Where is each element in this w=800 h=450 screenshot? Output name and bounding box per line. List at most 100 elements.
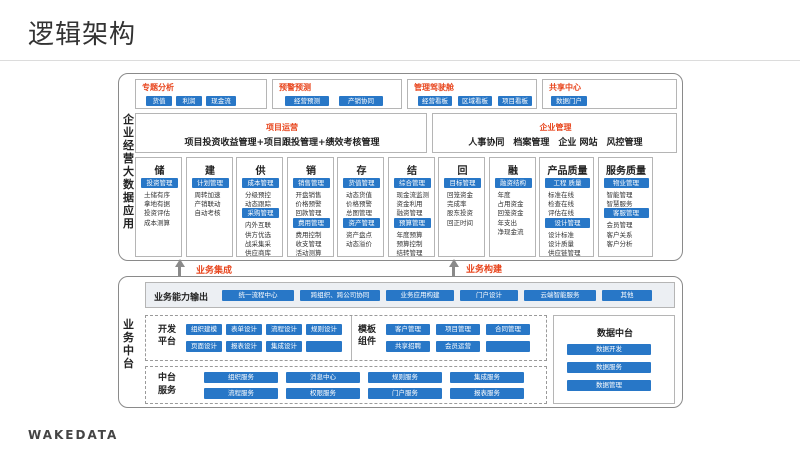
column-item: 智慧服务 bbox=[606, 200, 633, 209]
chip-production-sales[interactable]: 产销协同 bbox=[339, 96, 383, 106]
column-tag[interactable]: 资产管理 bbox=[343, 217, 380, 228]
title-divider bbox=[0, 60, 800, 61]
chip-customer-mgmt[interactable]: 客户管理 bbox=[386, 324, 430, 335]
column-item: 收支管理 bbox=[295, 239, 322, 248]
column-heading: 产品质量 bbox=[547, 166, 588, 177]
chip-project-mgmt[interactable]: 项目管理 bbox=[436, 324, 480, 335]
column-item: 动态货值 bbox=[346, 191, 372, 199]
chip-lirun[interactable]: 利润 bbox=[176, 96, 202, 106]
column-item: 价格预警 bbox=[295, 200, 322, 209]
chip-cloud-ai[interactable]: 云端智能服务 bbox=[524, 290, 596, 301]
column-item: 年度 bbox=[497, 191, 511, 199]
business-column: 产品质量工程 质量标准在线检查在线评估在线设计管理设计标准设计质量供应链管理 bbox=[539, 157, 594, 257]
middle-services-box: 中台服务 组织服务 消息中心 规则服务 集成服务 流程服务 权限服务 门户服务 … bbox=[145, 366, 547, 404]
arrow-integration-head bbox=[174, 259, 185, 267]
column-tag[interactable]: 融资结构 bbox=[494, 178, 532, 188]
chip-huozhi[interactable]: 货值 bbox=[146, 96, 172, 106]
dev-platform-title: 开发平台 bbox=[157, 325, 176, 347]
column-item: 供应商库 bbox=[245, 249, 271, 257]
analysis-box-topic: 专题分析 货值 利润 现金流 bbox=[135, 79, 267, 109]
chip-shared-recruit[interactable]: 共享招聘 bbox=[386, 341, 430, 352]
chip-template-empty[interactable] bbox=[486, 341, 530, 352]
business-column: 存货值管理动态货值价格预警总图管理资产管理资产盘点动态溢价 bbox=[337, 157, 384, 257]
chip-process-design[interactable]: 流程设计 bbox=[266, 324, 302, 335]
column-item: 费用控制 bbox=[295, 230, 322, 239]
column-item: 融资管理 bbox=[396, 209, 423, 218]
chip-message-center[interactable]: 消息中心 bbox=[286, 372, 360, 383]
template-divider bbox=[351, 316, 352, 360]
column-tag[interactable]: 预算管理 bbox=[393, 217, 431, 228]
chip-integration-service[interactable]: 集成服务 bbox=[450, 372, 524, 383]
chip-operation-board[interactable]: 经营看板 bbox=[418, 96, 452, 106]
column-item: 回正时间 bbox=[447, 218, 473, 227]
chip-region-board[interactable]: 区域看板 bbox=[458, 96, 492, 106]
chip-org-modeling[interactable]: 组织建模 bbox=[186, 324, 222, 335]
column-tag[interactable]: 设计管理 bbox=[545, 217, 590, 228]
column-item: 客户关系 bbox=[606, 230, 633, 239]
chip-project-board[interactable]: 项目看板 bbox=[498, 96, 532, 106]
column-tag[interactable]: 综合管理 bbox=[393, 178, 431, 188]
business-column: 回目标管理回笼资金完成率股东投资回正时间 bbox=[438, 157, 485, 257]
chip-data-dev[interactable]: 数据开发 bbox=[567, 344, 651, 355]
column-item: 拿地有据 bbox=[144, 200, 170, 209]
column-tag[interactable]: 工程 质量 bbox=[545, 178, 590, 188]
chip-permission-service[interactable]: 权限服务 bbox=[286, 388, 360, 399]
column-tag[interactable]: 成本管理 bbox=[242, 178, 279, 188]
enterprise-app-side-label: 企业经营大数据应用 bbox=[123, 113, 134, 230]
business-column: 建计划管理周转加速产销联动自动考核 bbox=[185, 157, 233, 257]
column-tag[interactable]: 销售管理 bbox=[292, 178, 330, 188]
column-item: 年度预算 bbox=[396, 230, 423, 239]
chip-operation-forecast[interactable]: 经营预测 bbox=[285, 96, 329, 106]
chip-integration-design[interactable]: 集成设计 bbox=[266, 341, 302, 352]
chip-app-build[interactable]: 业务应用构建 bbox=[386, 290, 454, 301]
chip-data-portal[interactable]: 数据门户 bbox=[551, 96, 587, 106]
column-item: 回笼资金 bbox=[447, 191, 473, 199]
chip-org-service[interactable]: 组织服务 bbox=[204, 372, 278, 383]
business-column: 供成本管理分级预控动态跟踪采购管理内外互联供方优选战采集采供应商库 bbox=[236, 157, 283, 257]
column-item: 总图管理 bbox=[346, 209, 372, 218]
chip-dev-empty[interactable] bbox=[306, 341, 342, 352]
column-item: 评估在线 bbox=[548, 209, 574, 218]
column-tag[interactable]: 客服管理 bbox=[603, 208, 649, 219]
chip-form-design[interactable]: 表单设计 bbox=[226, 324, 262, 335]
analysis-box-title: 预警预测 bbox=[279, 83, 311, 92]
column-item: 现金流监测 bbox=[396, 191, 430, 199]
column-tag[interactable]: 采购管理 bbox=[242, 208, 279, 219]
chip-cross-org[interactable]: 跨组织、跨公司协同 bbox=[300, 290, 380, 301]
chip-contract-mgmt[interactable]: 合同管理 bbox=[486, 324, 530, 335]
label-business-build: 业务构建 bbox=[466, 265, 503, 275]
chip-portal-service[interactable]: 门户服务 bbox=[368, 388, 442, 399]
chip-other[interactable]: 其他 bbox=[602, 290, 652, 301]
column-item: 周转加速 bbox=[194, 191, 221, 199]
chip-report-design[interactable]: 报表设计 bbox=[226, 341, 262, 352]
chip-rule-service[interactable]: 规则服务 bbox=[368, 372, 442, 383]
column-heading: 融 bbox=[508, 166, 518, 177]
column-tag[interactable]: 投资管理 bbox=[141, 178, 178, 188]
chip-unified-process[interactable]: 统一流程中心 bbox=[222, 290, 294, 301]
analysis-box-cockpit: 管理驾驶舱 经营看板 区域看板 项目看板 bbox=[407, 79, 537, 109]
column-tag[interactable]: 计划管理 bbox=[191, 178, 229, 188]
column-item: 年支出 bbox=[497, 218, 518, 227]
chip-process-service[interactable]: 流程服务 bbox=[204, 388, 278, 399]
chip-rule-design[interactable]: 规则设计 bbox=[306, 324, 342, 335]
chip-portal-design[interactable]: 门户设计 bbox=[460, 290, 518, 301]
chip-data-mgmt[interactable]: 数据管理 bbox=[567, 380, 651, 391]
analysis-box-title: 专题分析 bbox=[142, 83, 174, 92]
column-item: 动态溢价 bbox=[346, 239, 372, 248]
chip-data-service[interactable]: 数据服务 bbox=[567, 362, 651, 373]
chip-page-design[interactable]: 页面设计 bbox=[186, 341, 222, 352]
chip-report-service[interactable]: 报表服务 bbox=[450, 388, 524, 399]
column-item: 标准在线 bbox=[548, 191, 574, 199]
dev-platform-box: 开发平台 组织建模 表单设计 流程设计 规则设计 页面设计 报表设计 集成设计 … bbox=[145, 315, 547, 361]
column-item: 完成率 bbox=[447, 200, 467, 209]
enterprise-mgmt-box: 企业管理 人事协同 档案管理 企业 网站 风控管理 bbox=[432, 113, 677, 153]
column-item: 结转管理 bbox=[396, 249, 423, 257]
chip-xianjinliu[interactable]: 现金流 bbox=[206, 96, 236, 106]
column-item: 战采集采 bbox=[245, 239, 271, 248]
chip-member-ops[interactable]: 会员运营 bbox=[436, 341, 480, 352]
column-tag[interactable]: 费用管理 bbox=[292, 217, 330, 228]
arrow-integration-stem bbox=[178, 266, 181, 276]
column-tag[interactable]: 物业管理 bbox=[603, 178, 649, 188]
column-tag[interactable]: 目标管理 bbox=[444, 178, 481, 188]
column-tag[interactable]: 货值管理 bbox=[343, 178, 380, 188]
